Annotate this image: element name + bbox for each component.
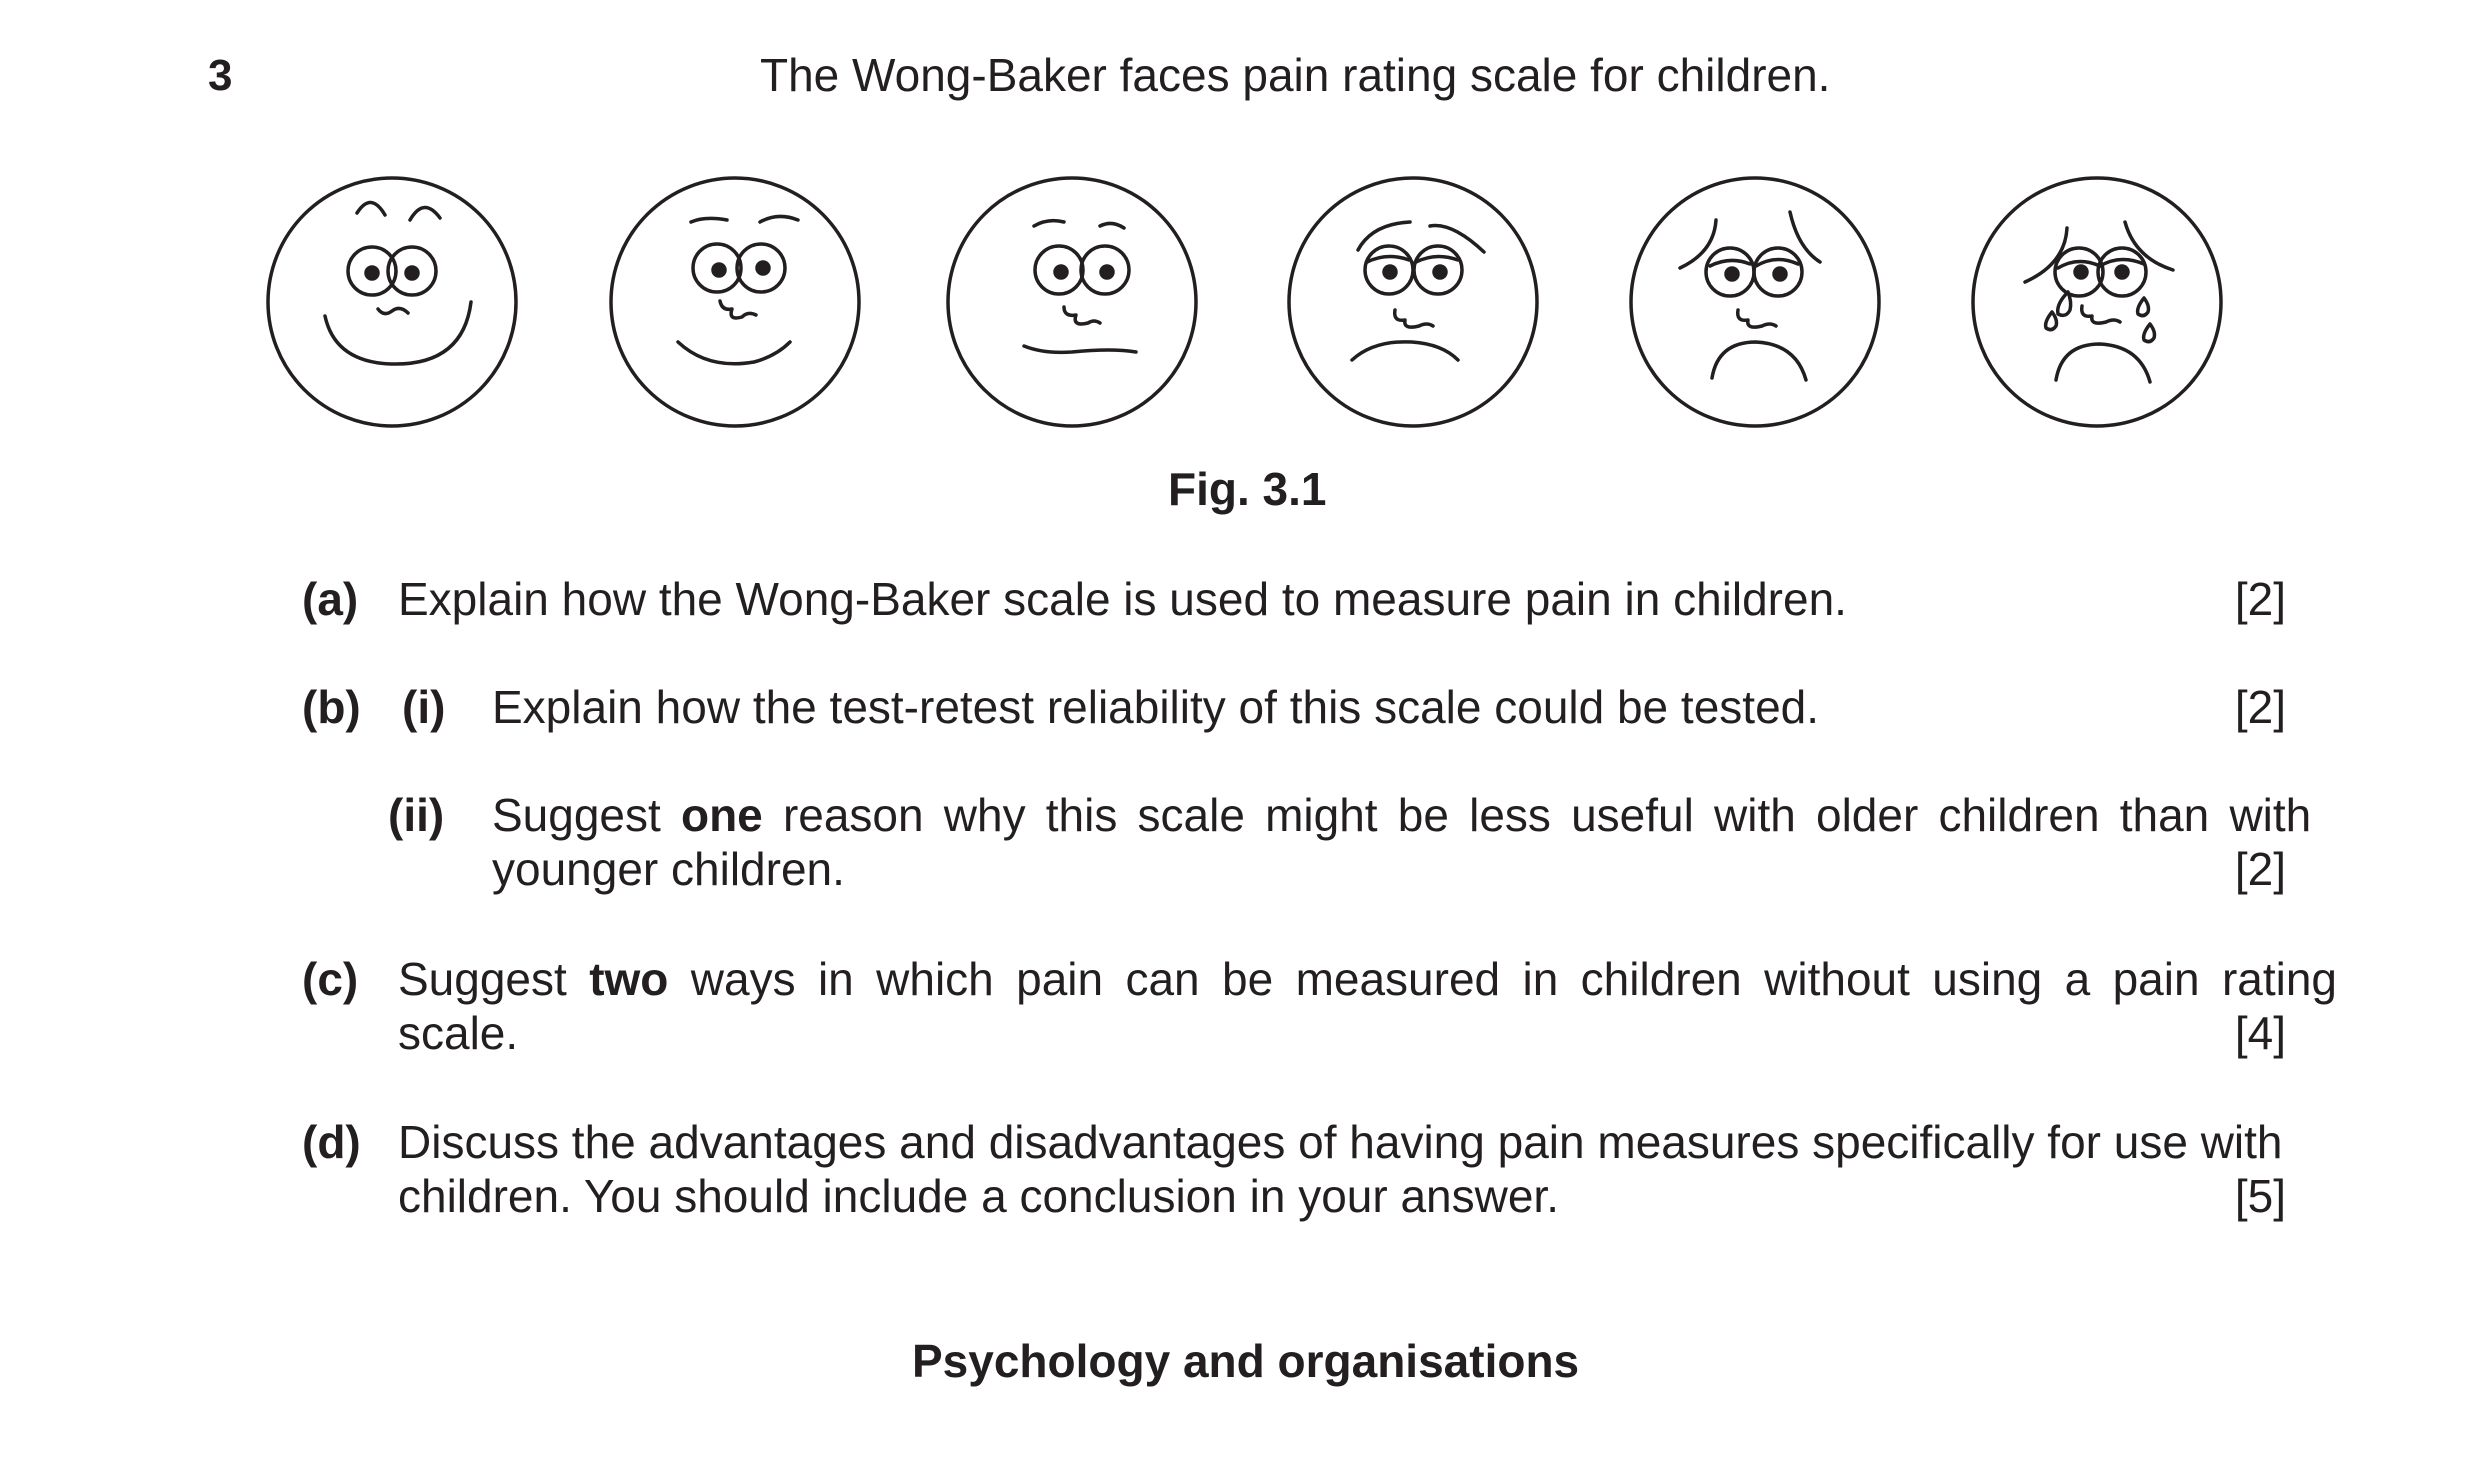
- part-b-i: (b) (i) Explain how the test-retest reli…: [302, 680, 2286, 736]
- part-c-marks: [4]: [2234, 1007, 2286, 1059]
- face-very-happy: [266, 176, 518, 428]
- part-c-text-after: ways in which pain can be measured in ch…: [668, 953, 2338, 1005]
- part-d-line2: children. You should include a conclusio…: [398, 1170, 1559, 1222]
- part-d-marks: [5]: [2234, 1170, 2286, 1222]
- part-b-ii-line2: younger children.: [492, 843, 845, 895]
- part-c: (c) Suggest two ways in which pain can b…: [302, 952, 2337, 1064]
- part-b-ii-line1: Suggest one reason why this scale might …: [492, 788, 2311, 842]
- face-crying: [1971, 176, 2223, 428]
- face-happy: [609, 176, 861, 428]
- part-d: (d) Discuss the advantages and disadvant…: [302, 1115, 2286, 1227]
- face-sad: [1287, 176, 1539, 428]
- question-number: 3: [208, 51, 233, 100]
- part-a-marks: [2]: [2234, 573, 2286, 625]
- part-b-i-text: Explain how the test-retest reliability …: [492, 681, 1820, 733]
- part-a-label: (a): [302, 573, 359, 625]
- part-d-line1: Discuss the advantages and disadvantages…: [398, 1116, 2283, 1168]
- part-b-i-marks: [2]: [2234, 681, 2286, 733]
- part-c-text-bold: two: [589, 953, 669, 1005]
- face-neutral: [946, 176, 1198, 428]
- part-b-ii-text-after: reason why this scale might be less usef…: [762, 789, 2312, 841]
- part-b-ii-text-before: Suggest: [492, 789, 681, 841]
- figure-caption: Fig. 3.1: [1168, 463, 1327, 515]
- part-b-i-label: (i): [402, 681, 446, 733]
- part-c-line2: scale.: [398, 1007, 519, 1059]
- face-very-sad: [1629, 176, 1881, 428]
- part-b-ii-label: (ii): [388, 789, 445, 841]
- part-b-ii-marks: [2]: [2234, 843, 2286, 895]
- part-b-ii-text-bold: one: [680, 789, 763, 841]
- part-a-text: Explain how the Wong-Baker scale is used…: [398, 573, 1847, 625]
- part-c-text-before: Suggest: [398, 953, 590, 1005]
- part-c-line1: Suggest two ways in which pain can be me…: [398, 952, 2337, 1006]
- part-c-label: (c): [302, 953, 359, 1005]
- part-b-label: (b): [302, 681, 361, 733]
- question-intro: The Wong-Baker faces pain rating scale f…: [760, 49, 1831, 101]
- part-b-ii: (ii) Suggest one reason why this scale m…: [302, 788, 2311, 900]
- section-heading: Psychology and organisations: [912, 1335, 1580, 1387]
- part-d-label: (d): [302, 1116, 361, 1168]
- part-a: (a) Explain how the Wong-Baker scale is …: [302, 572, 2286, 628]
